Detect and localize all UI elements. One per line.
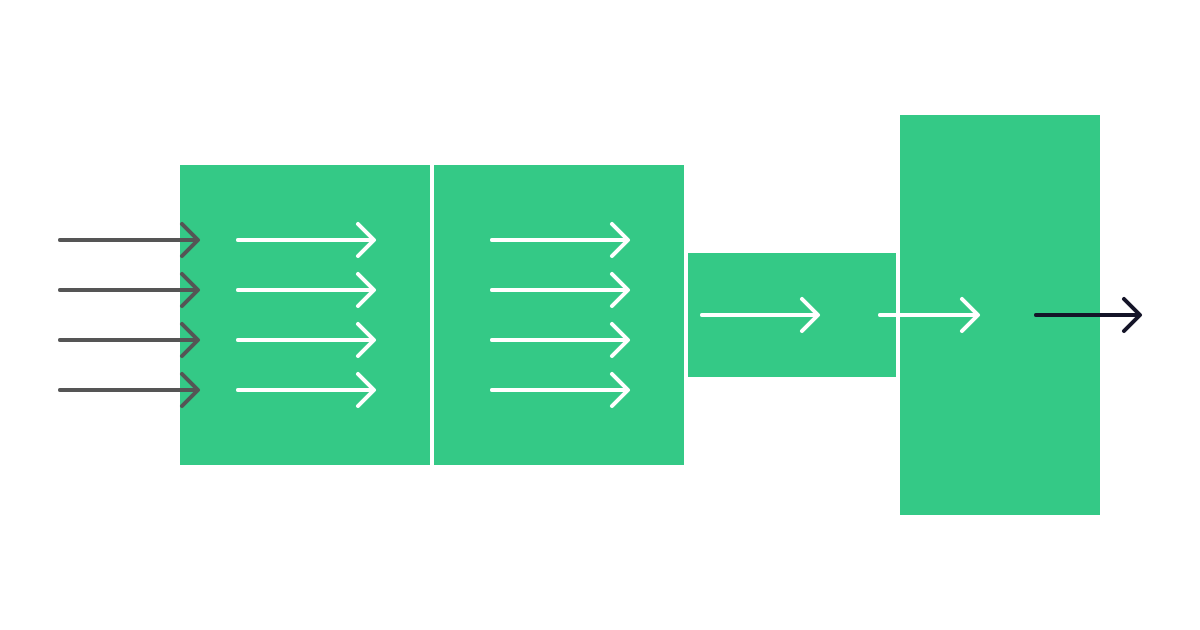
stage-2-arrow [490,322,630,358]
input-arrows [58,222,200,408]
output-arrows [1034,297,1142,333]
stage-3-arrow [700,297,820,333]
stage-1-arrow [236,272,376,308]
input-arrow [58,322,200,358]
stage-1-block [180,165,430,465]
stage-1-arrow [236,322,376,358]
internal-arrows [236,222,980,408]
stage-1-arrow [236,222,376,258]
stage-2-arrow [490,222,630,258]
stage-1-arrow [236,372,376,408]
stage-2-block [434,165,684,465]
input-arrow [58,372,200,408]
input-arrow [58,272,200,308]
output-arrow [1034,297,1142,333]
stage-2-arrow [490,372,630,408]
input-arrow [58,222,200,258]
stage-2-arrow [490,272,630,308]
stage-4-arrow [878,297,980,333]
